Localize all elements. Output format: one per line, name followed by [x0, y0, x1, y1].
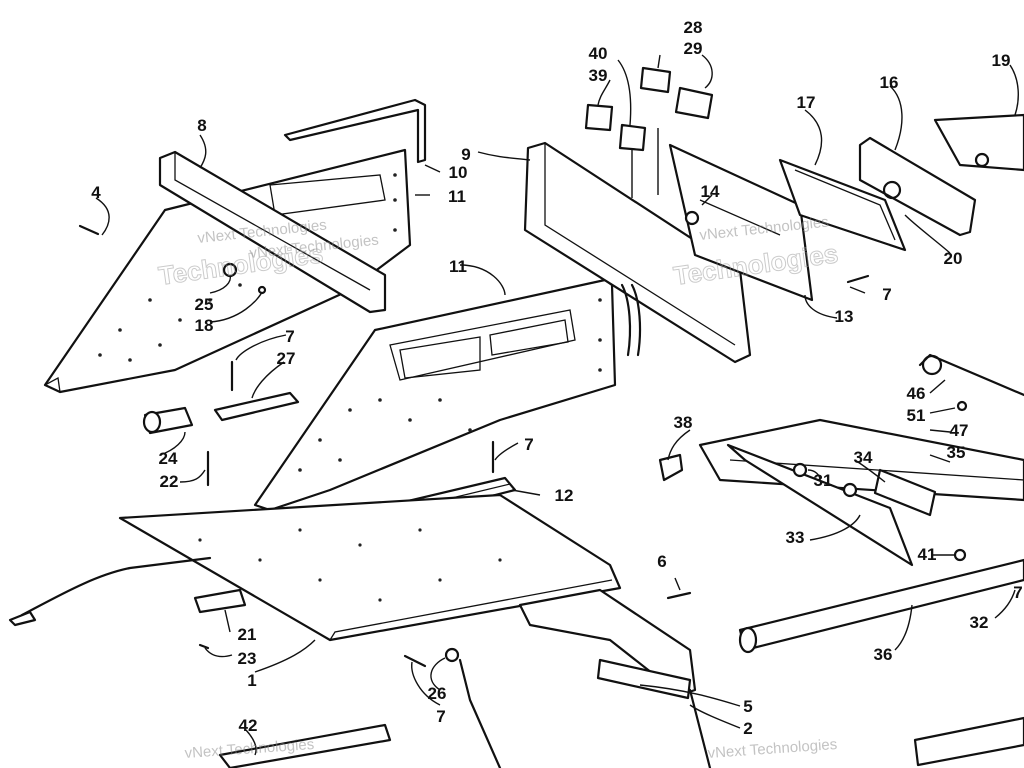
callout-4: 4	[91, 183, 101, 202]
rear-panel	[523, 141, 752, 364]
callout-32: 32	[970, 613, 989, 632]
callout-24: 24	[159, 449, 178, 468]
callout-38: 38	[674, 413, 693, 432]
callout-21: 21	[238, 625, 257, 644]
rail-part-36	[738, 558, 1024, 654]
plate-part-34	[873, 468, 937, 517]
callout-42: 42	[239, 716, 258, 735]
callout-25: 25	[195, 295, 214, 314]
callout-40: 40	[589, 44, 608, 63]
callout-9: 9	[461, 145, 470, 164]
taillight-assembly	[778, 158, 907, 252]
center-side-panel	[253, 278, 617, 512]
floor-panel	[118, 493, 622, 642]
part-27	[213, 391, 300, 422]
callout-31: 31	[814, 471, 833, 490]
callout-28: 28	[684, 18, 703, 37]
callout-8: 8	[197, 116, 206, 135]
callout-33: 33	[786, 528, 805, 547]
callout-16: 16	[880, 73, 899, 92]
part-19	[933, 113, 1024, 172]
callout-7-b: 7	[524, 435, 533, 454]
callout-14: 14	[701, 182, 720, 201]
callout-27: 27	[277, 349, 296, 368]
callout-7-e: 7	[1013, 583, 1022, 602]
callout-23: 23	[238, 649, 257, 668]
callout-2: 2	[743, 719, 752, 738]
hardware-fasteners	[78, 210, 968, 668]
callout-1: 1	[247, 671, 256, 690]
hose	[620, 283, 642, 357]
callout-19: 19	[992, 51, 1011, 70]
rod-part-10	[283, 98, 427, 164]
callout-11-b: 11	[449, 257, 467, 276]
part-bottom-right	[913, 716, 1024, 767]
decals-28-29-39-40	[584, 66, 714, 152]
callout-20: 20	[944, 249, 963, 268]
callout-12: 12	[555, 486, 574, 505]
callout-29: 29	[684, 39, 703, 58]
callout-39: 39	[589, 66, 608, 85]
callout-41: 41	[918, 545, 937, 564]
watermark: vNext Technologies	[707, 736, 838, 762]
lens-gasket-16	[858, 136, 977, 237]
callout-36: 36	[874, 645, 893, 664]
part-38	[658, 453, 684, 482]
callout-7-d: 7	[436, 707, 445, 726]
gusset-part-33	[726, 443, 914, 567]
callout-35: 35	[947, 443, 966, 462]
callout-13: 13	[835, 307, 854, 326]
lower-bracket	[458, 588, 712, 768]
callout-18: 18	[195, 316, 214, 335]
callout-7-a: 7	[285, 327, 294, 346]
callout-numbers: 1 2 4 5 6 7 7 7 7 7 8 9 10 11 11 12 13 1…	[91, 18, 1022, 738]
callout-26: 26	[428, 684, 447, 703]
leader-lines	[95, 54, 1019, 756]
callout-6: 6	[657, 552, 666, 571]
callout-46: 46	[907, 384, 926, 403]
part-24	[142, 406, 194, 435]
bracket-part-21	[193, 588, 247, 614]
callout-5: 5	[743, 697, 752, 716]
callout-22: 22	[160, 472, 179, 491]
part-42	[218, 723, 392, 768]
part-46	[918, 353, 1024, 397]
wire-harness	[8, 556, 212, 627]
top-bar-part-8	[158, 150, 387, 314]
callout-11-a: 11	[448, 187, 466, 206]
callout-34: 34	[854, 448, 873, 467]
callout-7-c: 7	[882, 285, 891, 304]
callout-10: 10	[449, 163, 468, 182]
callout-47: 47	[950, 421, 969, 440]
callout-17: 17	[797, 93, 816, 112]
callout-51: 51	[907, 406, 926, 425]
